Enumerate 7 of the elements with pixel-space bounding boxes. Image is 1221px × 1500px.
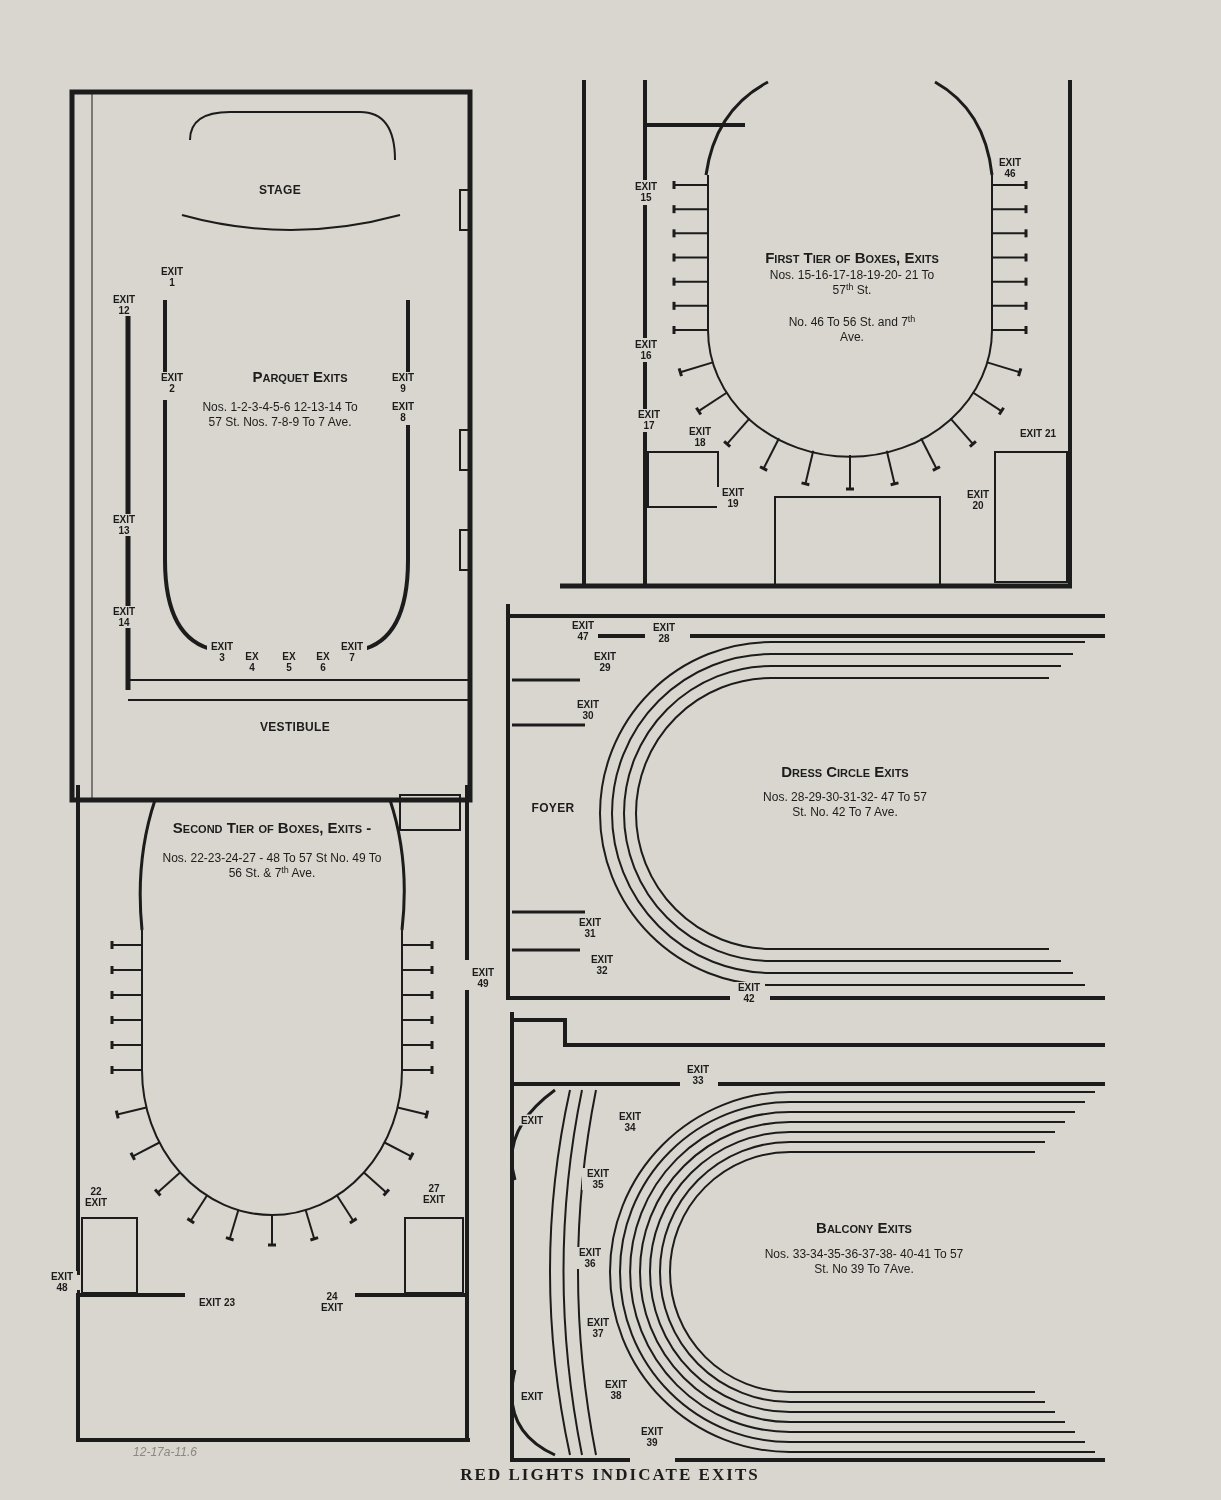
room-label: VESTIBULE — [258, 719, 331, 736]
exit-label: EXIT 47 — [568, 620, 598, 642]
exit-label: EXIT 42 — [733, 982, 765, 1004]
room-label: FOYER — [530, 800, 576, 817]
archive-note: 12-17a-11.6 — [132, 1444, 198, 1461]
caption: RED LIGHTS INDICATE EXITS — [459, 1464, 761, 1486]
room-label: STAGE — [258, 182, 302, 199]
